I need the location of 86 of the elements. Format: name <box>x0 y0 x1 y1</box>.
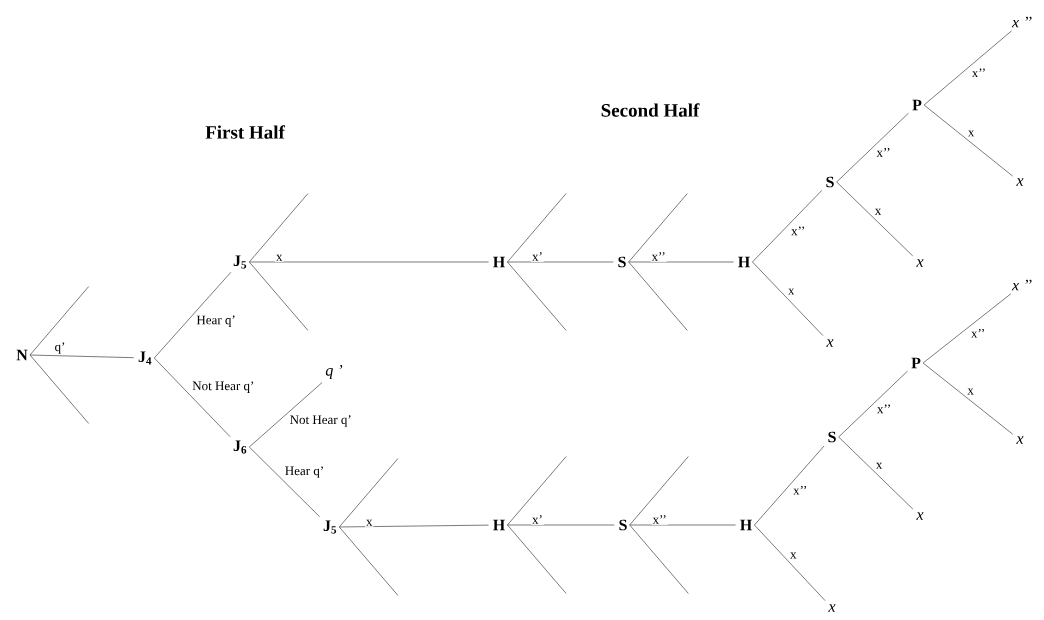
edge-label: x <box>787 287 796 296</box>
decision-node-label: J$_{4}$ <box>138 351 152 365</box>
branch-line <box>507 261 614 263</box>
branch-line <box>153 271 232 359</box>
outcome-label: x <box>826 339 834 347</box>
branch-line <box>29 354 90 424</box>
branch-line <box>248 261 489 263</box>
outcome-label: x <box>916 512 924 520</box>
branch-line <box>629 524 736 526</box>
edge-label: q’ <box>53 341 67 355</box>
branch-line <box>248 382 323 448</box>
branch-line <box>248 261 309 331</box>
decision-node-label: J$_{5}$ <box>323 520 337 534</box>
outcome-label: x <box>828 604 836 612</box>
branch-line <box>628 193 688 263</box>
section-heading: First Half <box>205 125 286 139</box>
branch-line <box>836 112 909 183</box>
edge-label: x’’ <box>875 147 892 158</box>
edge-label: x’ <box>531 514 544 525</box>
decision-node-label: J$_{5}$ <box>233 255 247 269</box>
branch-line <box>507 524 615 526</box>
decision-node-label: S <box>826 176 834 188</box>
branch-line <box>153 357 231 438</box>
edge-label: Hear q’ <box>195 314 237 328</box>
edge-label: x <box>874 461 884 470</box>
edge-label: x <box>365 518 374 527</box>
branch-line <box>754 445 825 526</box>
branch-line <box>338 458 399 528</box>
decision-node-label: S <box>619 519 627 531</box>
branch-line <box>29 354 135 359</box>
edge-label: x <box>275 253 284 262</box>
outcome-label: x <box>1016 436 1024 444</box>
branch-line <box>838 370 908 438</box>
edge-label: x’’ <box>970 327 987 339</box>
edge-label: x <box>789 551 798 560</box>
decision-node-label: H <box>493 519 505 531</box>
edge-label: x’’ <box>970 67 987 79</box>
edge-label: Not Hear q’ <box>288 414 353 428</box>
edge-label: x <box>966 129 976 138</box>
edge-label: x’’ <box>650 251 667 262</box>
branch-line <box>923 30 1012 106</box>
decision-node-label: P <box>912 99 922 111</box>
outcome-label: x ’’ <box>1011 16 1032 28</box>
branch-line <box>628 261 734 263</box>
edge-label: x <box>966 387 975 396</box>
edge-label: x <box>873 207 883 216</box>
branch-line <box>507 261 567 331</box>
branch-line <box>507 193 567 263</box>
branch-line <box>754 524 826 602</box>
outcome-label: x <box>1016 178 1024 186</box>
branch-line <box>629 524 689 594</box>
decision-node-label: S <box>618 256 626 268</box>
branch-line <box>922 362 1014 435</box>
branch-line <box>923 104 1014 177</box>
branch-line <box>29 286 90 356</box>
branch-line <box>507 456 567 526</box>
branch-line <box>628 261 688 331</box>
edge-label: x’’ <box>876 403 893 415</box>
edge-label: x’’ <box>792 484 809 496</box>
branch-line <box>752 261 824 337</box>
branch-line <box>838 436 914 510</box>
edge-label: x’’ <box>790 225 807 237</box>
edge-label: x’ <box>531 251 544 262</box>
branch-line <box>507 524 567 594</box>
decision-node-label: N <box>16 349 28 361</box>
section-heading: Second Half <box>601 103 700 117</box>
decision-node-label: H <box>738 256 750 268</box>
branch-line <box>752 189 823 263</box>
edge-label: Not Hear q’ <box>191 380 256 394</box>
edge-label: x’’ <box>651 514 668 525</box>
branch-line <box>629 456 689 526</box>
outcome-label: x ’’ <box>1011 279 1032 291</box>
edge-label: Hear q’ <box>283 465 326 479</box>
branch-line <box>922 293 1012 364</box>
outcome-label: x <box>916 259 924 267</box>
branch-line <box>248 446 321 518</box>
branch-line <box>836 181 914 257</box>
decision-node-label: H <box>493 256 505 268</box>
branch-line <box>338 524 489 528</box>
branch-line <box>248 193 309 263</box>
branch-line <box>338 526 399 596</box>
outcome-label: q ’ <box>325 365 343 379</box>
decision-node-label: S <box>828 431 836 443</box>
decision-node-label: J$_{6}$ <box>233 440 247 454</box>
decision-node-label: H <box>740 519 752 531</box>
decision-node-label: P <box>911 357 921 369</box>
